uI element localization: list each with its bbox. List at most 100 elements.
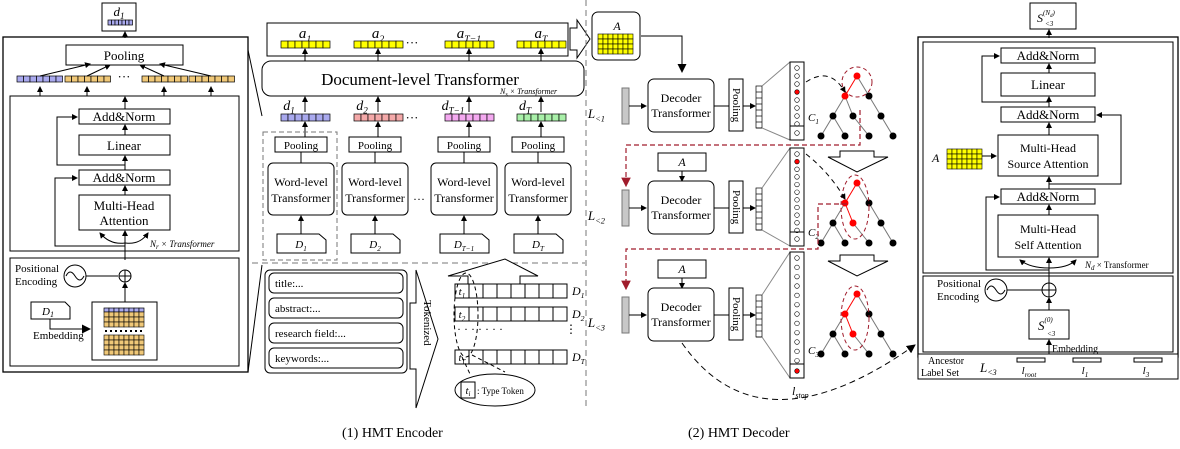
vector-cell [64, 75, 72, 83]
type-token-text: : Type Token [477, 386, 524, 396]
vector-cell [118, 307, 125, 313]
tree-edge [820, 115, 834, 137]
matrix-cell [961, 148, 968, 155]
matrix-cell [597, 38, 604, 45]
matrix-cell [103, 344, 110, 351]
decoder-step-label: L<3 [587, 315, 605, 332]
token-cell [552, 306, 568, 322]
class-label: C1 [808, 112, 819, 126]
tree-edge [852, 222, 870, 244]
ellipsis-dot [115, 330, 117, 332]
word-level-transformer-box [267, 162, 335, 216]
matrix-cell [123, 344, 130, 351]
class-node [794, 348, 800, 354]
vector-cell [154, 75, 162, 83]
tree-edge [852, 115, 870, 137]
matrix-cell [123, 334, 130, 341]
token-ellipsis: · · · · · · · [457, 322, 503, 336]
vector-cell [97, 75, 105, 83]
class-node [794, 264, 800, 270]
matrix-cell [946, 153, 953, 160]
matrix-cell [627, 38, 634, 45]
decoder-label-1: Decoder [661, 193, 702, 207]
vector-cell [294, 113, 303, 122]
document-input-vector [280, 113, 331, 122]
dec-self-attn-2: Self Attention [1015, 238, 1082, 252]
matrix-cell [966, 148, 973, 155]
stop-node [794, 236, 800, 242]
matrix-cell [966, 163, 973, 170]
token-cell [510, 283, 526, 299]
tree-node [865, 350, 873, 358]
vector-cell [516, 40, 525, 49]
ellipsis-dot [125, 330, 127, 332]
vector-cell [458, 40, 467, 49]
class-node [794, 151, 800, 157]
word-level-label-2: Transformer [434, 191, 494, 205]
ancestor-item-bar [1072, 357, 1102, 363]
selected-region [841, 66, 873, 98]
dec-positional-encoding-2: Encoding [937, 291, 980, 303]
field-label: abstract:... [275, 303, 321, 315]
tree-node [841, 310, 849, 318]
vector-cell [280, 40, 289, 49]
matrix-cell [123, 321, 130, 328]
matrix-cell [113, 339, 120, 346]
vector-cell [551, 113, 560, 122]
token-cell [482, 283, 498, 299]
word-level-label-1: Word-level [274, 175, 328, 189]
matrix-cell [103, 349, 110, 356]
vector-cell [214, 75, 222, 83]
embedding-upper-block [103, 311, 145, 328]
vector-cell [128, 307, 135, 313]
label-set-bar [621, 87, 630, 125]
class-probability-vector [789, 147, 805, 247]
stop-label: lstop [792, 384, 809, 400]
embedding-lower-block [103, 334, 145, 356]
matrix-cell [597, 48, 604, 55]
vector-cell [374, 113, 383, 122]
matrix-cell [138, 311, 145, 318]
vector-cell [29, 75, 37, 83]
vector-cell [486, 40, 495, 49]
fields-frame [264, 269, 408, 374]
tree-edge [868, 202, 882, 224]
document-input-label: dT [519, 99, 532, 116]
vector-cell [367, 40, 376, 49]
add-norm-top-label: Add&Norm [93, 109, 156, 124]
tree-node [849, 219, 857, 227]
vector-cell [360, 113, 369, 122]
embedding-top-row [103, 307, 145, 313]
token-cell [482, 306, 498, 322]
decoder-step-label: L<1 [587, 106, 605, 123]
class-node [794, 292, 800, 298]
vector-cell [465, 113, 474, 122]
tree-edge [820, 333, 834, 355]
decoder-pooling-label: Pooling [730, 88, 742, 123]
vector-cell [161, 75, 169, 83]
tree-edge [856, 293, 870, 315]
ellipsis-dot [120, 330, 122, 332]
matrix-cell [118, 311, 125, 318]
tree-step-arrow-2 [827, 254, 889, 277]
vector-cell [551, 40, 560, 49]
tree-node [849, 330, 857, 338]
class-node [794, 166, 800, 172]
vector-cell [472, 40, 481, 49]
tree-edge [852, 333, 870, 355]
class-to-tree-link [805, 75, 846, 93]
vector-cell [516, 113, 525, 122]
document-output-vector [516, 40, 567, 49]
document-repeat-label: Ns × Transformer [499, 87, 558, 98]
decoder-output-box [1029, 2, 1077, 30]
matrix-cell [971, 148, 978, 155]
selected-region [840, 174, 870, 240]
matrix-cell [123, 349, 130, 356]
field-item [268, 272, 404, 294]
document-output-frame [266, 22, 569, 57]
matrix-cell [597, 43, 604, 50]
token-cell [496, 283, 512, 299]
matrix-cell [118, 334, 125, 341]
